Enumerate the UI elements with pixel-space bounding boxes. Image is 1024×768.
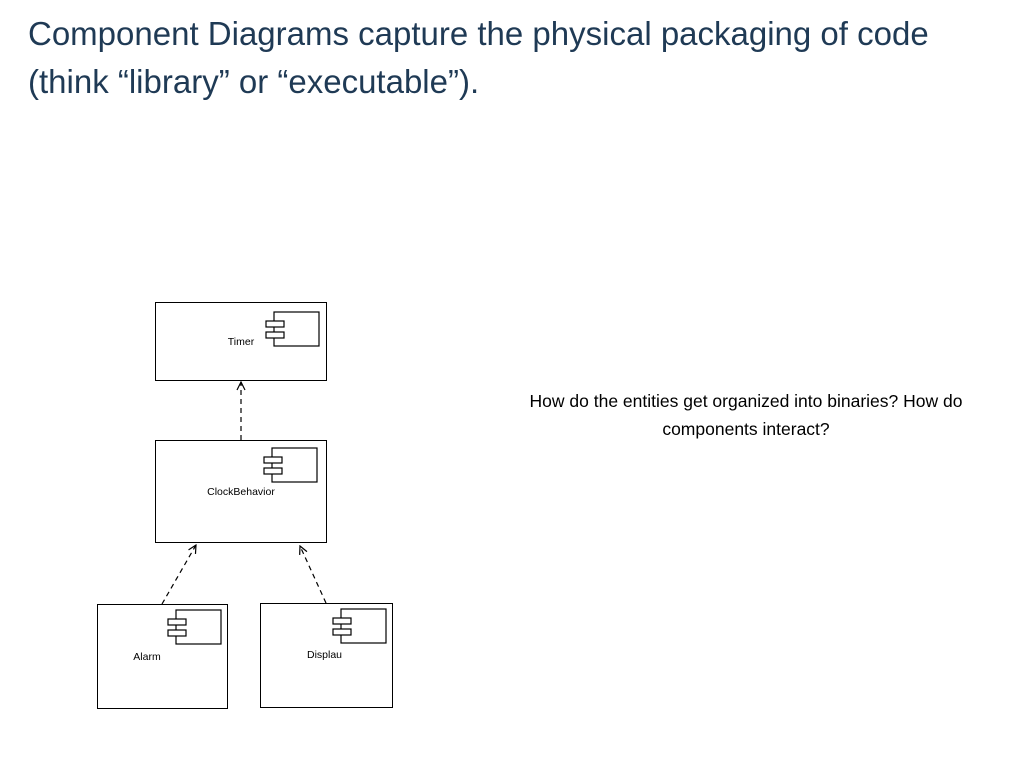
component-label: Alarm [133, 651, 161, 663]
component-displau[interactable]: Displau [260, 603, 393, 708]
component-label: Displau [306, 649, 343, 661]
uml-component-icon [332, 608, 387, 644]
component-label: Timer [227, 336, 255, 348]
component-timer[interactable]: Timer [155, 302, 327, 381]
slide-note: How do the entities get organized into b… [529, 391, 963, 439]
uml-component-icon [265, 311, 320, 347]
dependency-alarm-to-clockbehavior [161, 545, 196, 605]
slide-title: Component Diagrams capture the physical … [28, 15, 929, 100]
uml-component-icon [263, 447, 318, 483]
component-clockbehavior[interactable]: ClockBehavior [155, 440, 327, 543]
dependency-displau-to-clockbehavior [300, 546, 327, 604]
component-alarm[interactable]: Alarm [97, 604, 228, 709]
uml-component-icon [167, 609, 222, 645]
component-label: ClockBehavior [207, 486, 275, 498]
